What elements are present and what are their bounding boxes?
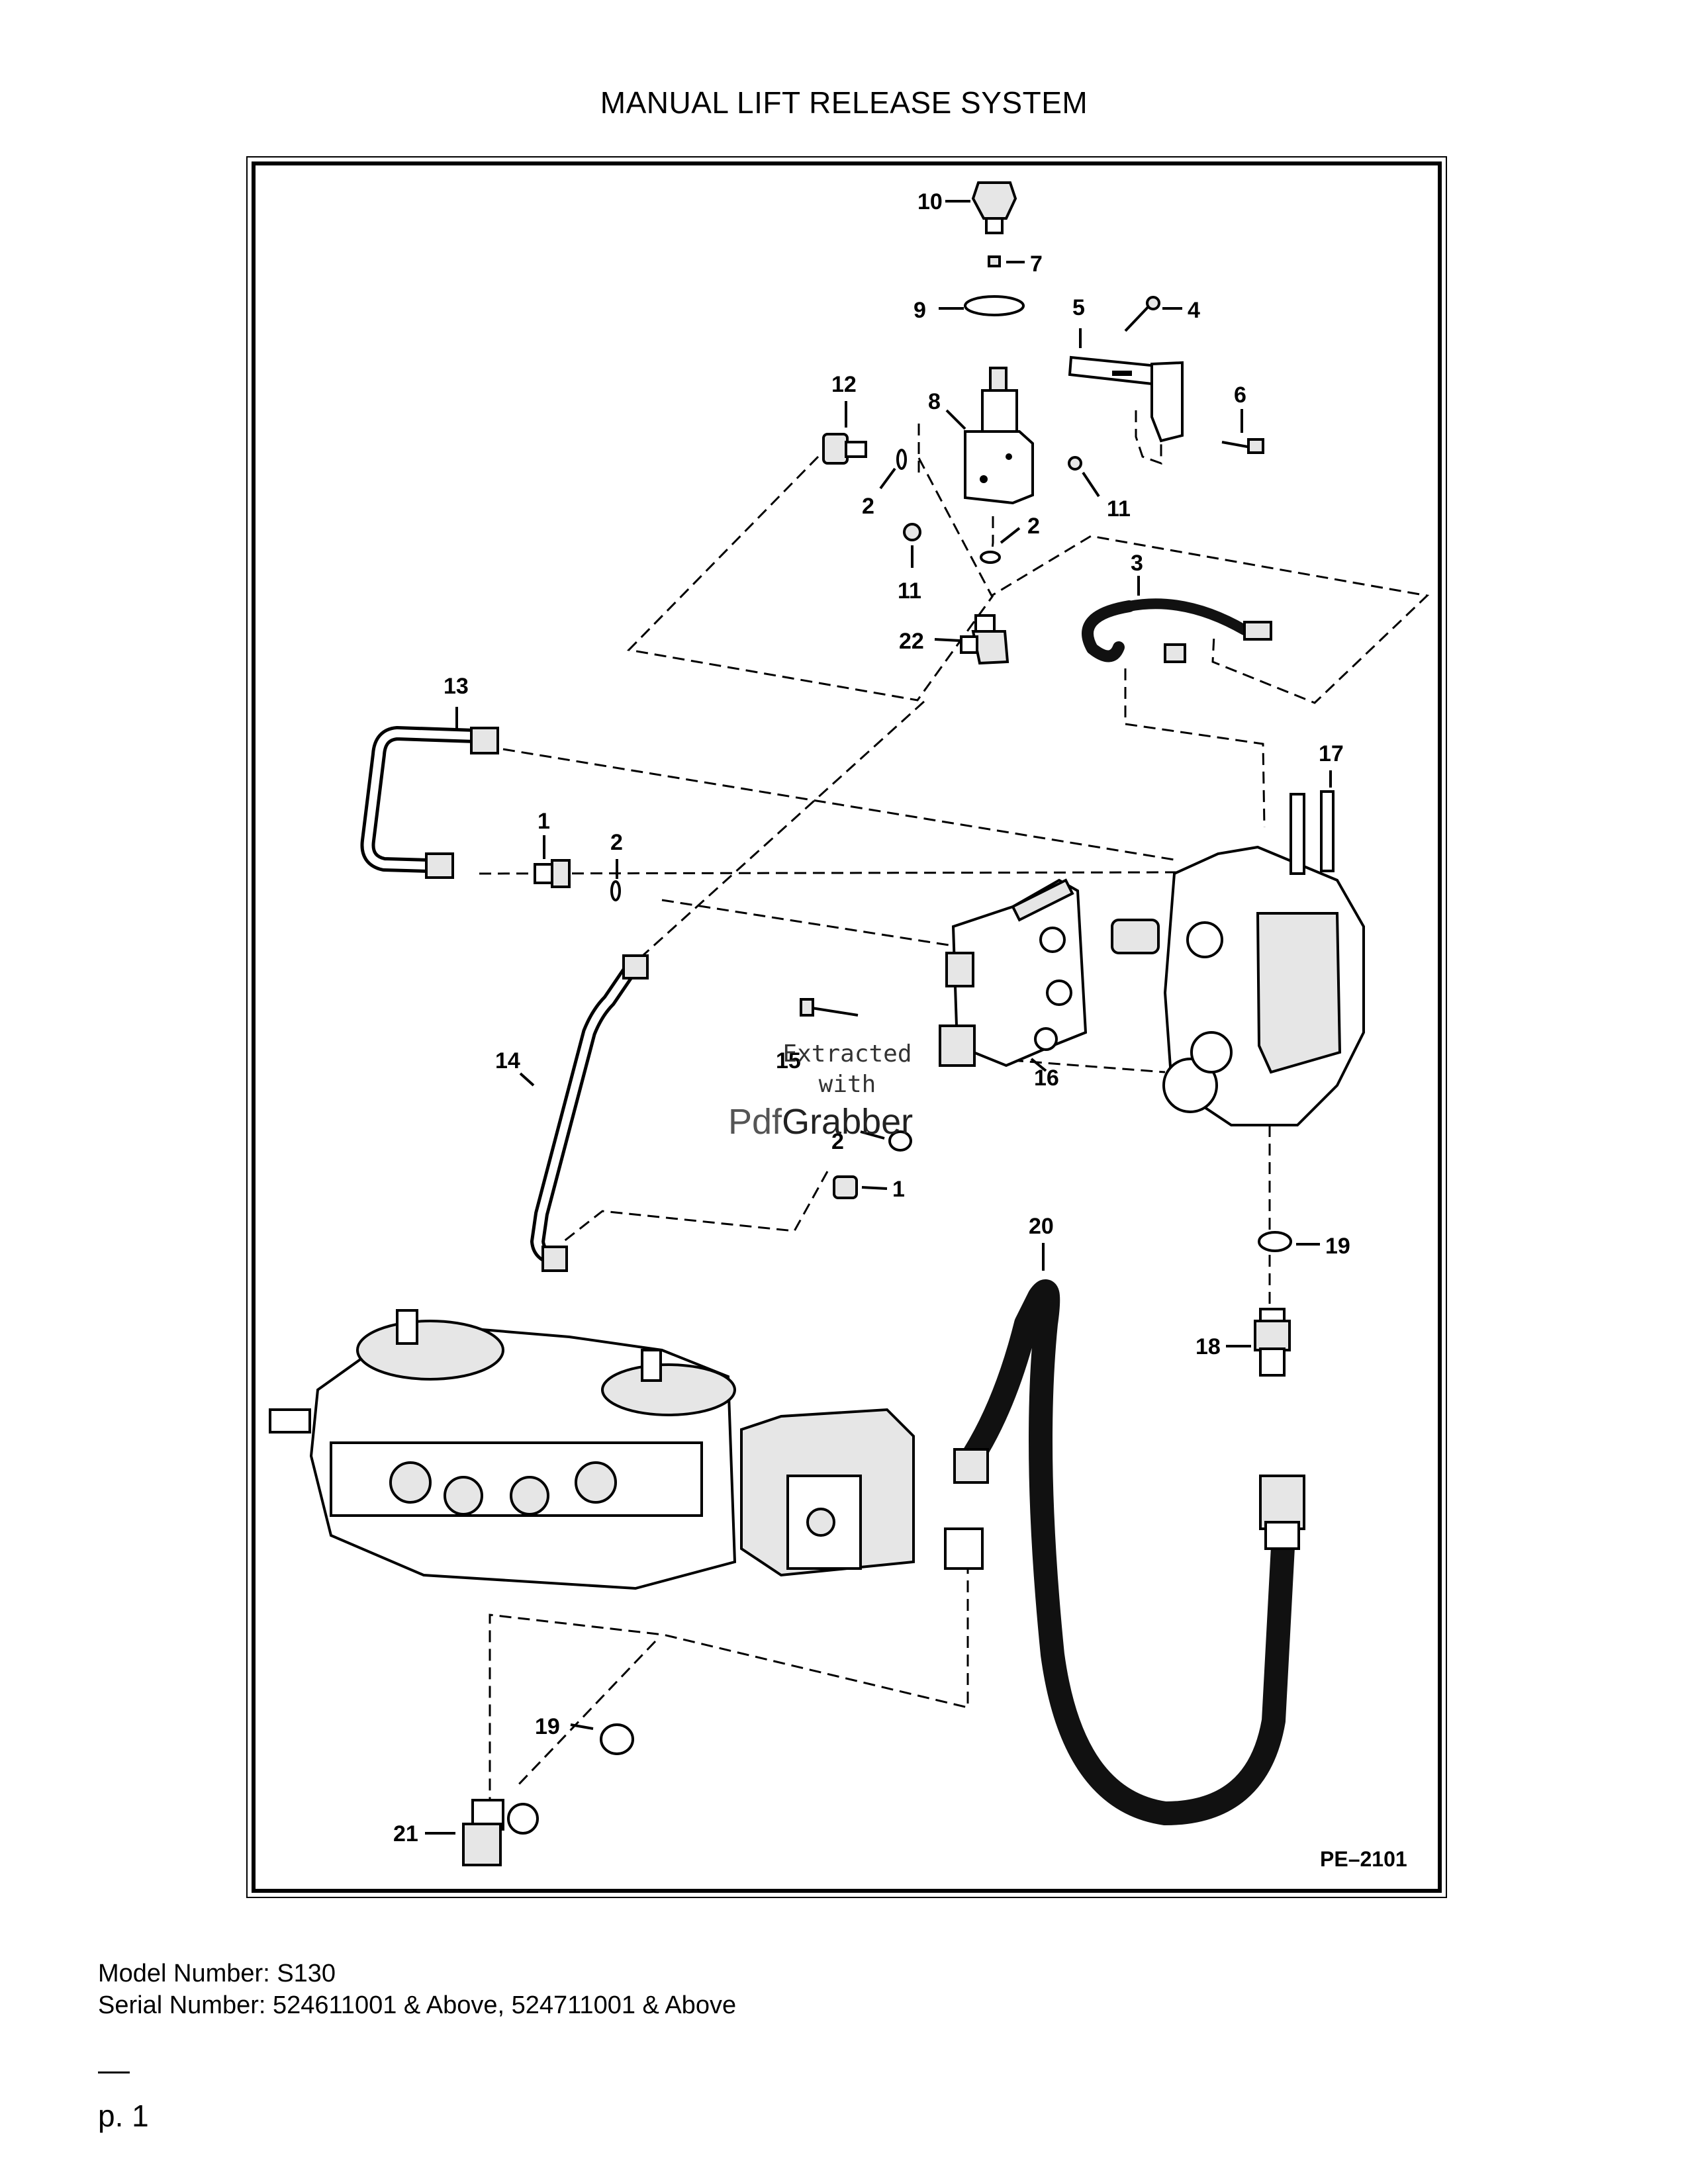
callout-4: 4 [1188,298,1200,323]
watermark-brand-b: Grabber [782,1102,914,1142]
callout-20: 20 [1029,1214,1054,1239]
part-elbow-fitting-21 [462,1799,539,1866]
diagram-frame-outer [246,156,1447,1898]
part-bracket [1068,355,1184,443]
serial-number: Serial Number: 524611001 & Above, 524711… [98,1991,737,2019]
part-nut [1068,456,1082,471]
part-valve-section [939,878,1088,1068]
page-number: p. 1 [98,2099,149,2133]
page-divider [98,2071,130,2073]
figure-id: PE–2101 [1320,1847,1407,1871]
callout-1: 1 [538,809,550,834]
part-release-valve [964,367,1034,505]
part-bolt-top [1124,296,1160,332]
callout-6: 6 [1234,383,1246,408]
part-washer [964,295,1025,316]
callout-22: 22 [899,629,924,654]
part-bolt-side [1221,438,1264,454]
callout-13: 13 [444,674,469,699]
part-short-hose [1082,598,1272,663]
model-info: Model Number: S130 Serial Number: 524611… [98,1958,736,2021]
part-hydrostatic-pump [269,1309,915,1590]
part-small-nut [988,255,1001,267]
part-control-valve [1111,790,1365,1126]
part-o-ring [600,1723,634,1755]
callout-8: 8 [928,389,941,414]
part-o-ring [896,449,907,470]
part-o-ring [1258,1231,1292,1252]
part-long-hose [944,1279,1305,1825]
part-bolt-long [800,998,859,1017]
callout-18: 18 [1196,1334,1221,1359]
callout-21: 21 [393,1821,418,1846]
watermark-line-2: with [818,1071,876,1098]
callout-19: 19 [1325,1234,1350,1259]
model-number: Model Number: S130 [98,1960,336,1987]
callout-5: 5 [1072,295,1085,320]
callout-2: 2 [831,1129,844,1154]
part-adapter [534,859,571,888]
callout-11: 11 [898,578,921,604]
callout-10: 10 [917,189,943,214]
part-rigid-tube-13 [360,726,499,879]
callout-15: 15 [776,1048,801,1073]
callout-2: 2 [862,494,874,519]
callout-12: 12 [831,372,857,397]
callout-11: 11 [1107,496,1131,522]
part-knob [971,181,1017,234]
watermark-brand: PdfGrabber [728,1101,966,1142]
callout-3: 3 [1131,551,1143,576]
callout-numbers: 10 7 9 5 4 12 8 6 2 11 2 11 22 3 13 17 1… [393,189,1407,1871]
part-hex-adapter [1254,1308,1291,1377]
part-nut [903,523,921,541]
page-title: MANUAL LIFT RELEASE SYSTEM [600,85,1088,120]
watermark-line-1: Extracted [782,1040,912,1068]
callout-2: 2 [610,830,623,855]
callout-7: 7 [1030,251,1043,277]
part-o-ring [888,1130,912,1152]
diagram-frame-inner [252,161,1442,1893]
callout-2: 2 [1027,514,1040,539]
callout-19: 19 [535,1714,560,1739]
watermark: Extracted with PdfGrabber [728,1039,966,1142]
callout-leaders [425,200,1332,1835]
callout-17: 17 [1319,741,1344,766]
part-elbow-fitting [822,433,867,465]
callout-16: 16 [1034,1066,1059,1091]
part-o-ring [610,880,621,901]
watermark-brand-a: Pdf [728,1102,782,1142]
callout-1: 1 [892,1177,905,1202]
part-rigid-tube-14 [530,954,649,1272]
callout-9: 9 [914,298,926,323]
part-fitting-tee [960,614,1009,665]
part-o-ring [980,551,1001,564]
assembly-lines [479,410,1430,1800]
part-adapter [833,1175,858,1199]
callout-14: 14 [495,1048,520,1073]
